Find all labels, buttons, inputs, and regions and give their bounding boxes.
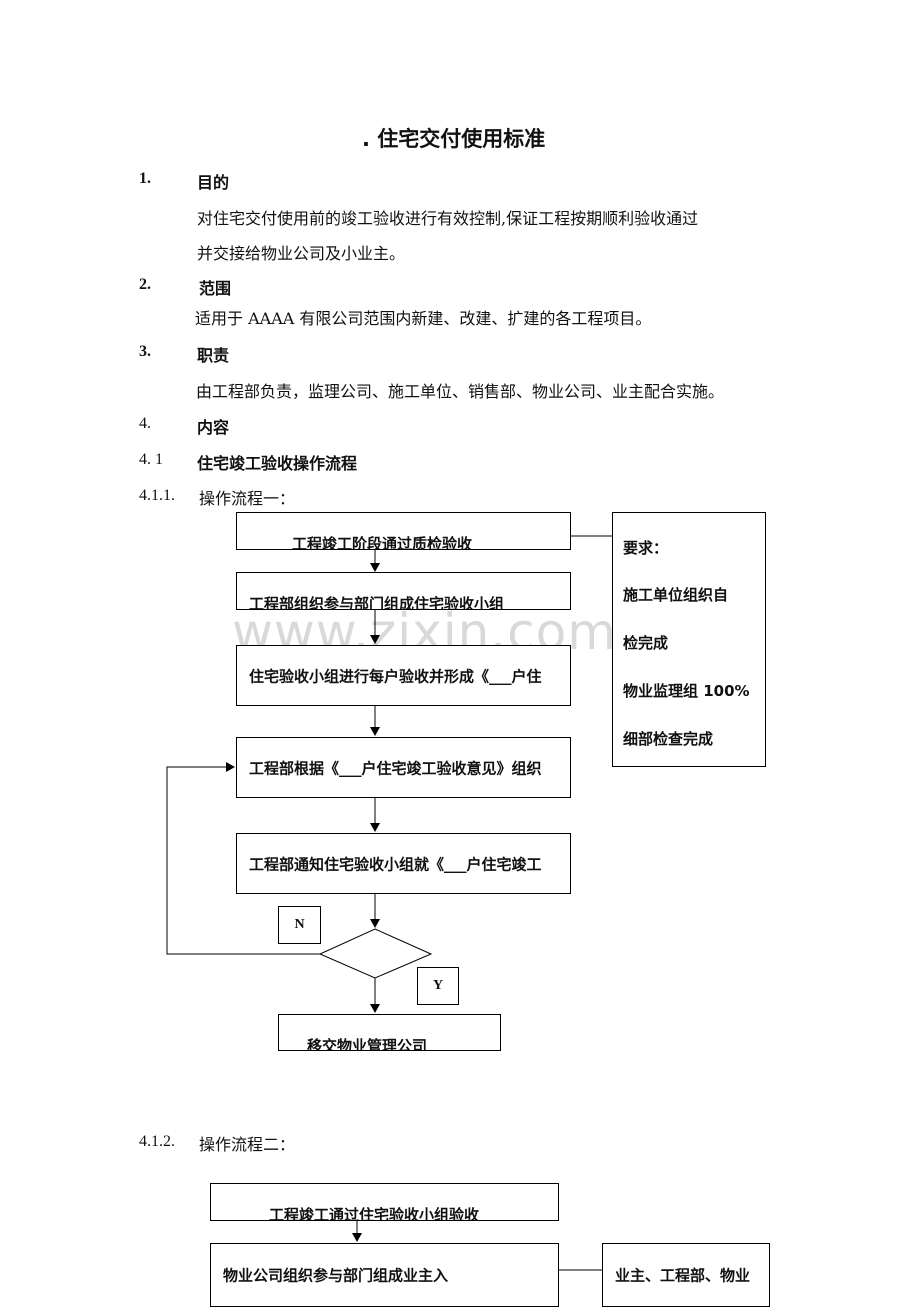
- requirement-line: 检完成: [623, 634, 669, 652]
- section-2-number: 2.: [139, 276, 151, 293]
- flow1-step-unit-inspection: 住宅验收小组进行每户验收并形成《___户住: [236, 645, 571, 706]
- requirement-line: 细部检查完成: [623, 730, 714, 748]
- section-2-heading: 范围: [199, 279, 232, 298]
- section-1-heading: 目的: [197, 173, 230, 192]
- flow1-step-organize-rectification: 工程部根据《___户住宅竣工验收意见》组织: [236, 737, 571, 798]
- flow2-step-organize-move-in: 物业公司组织参与部门组成业主入: [210, 1243, 559, 1307]
- section-1-paragraph-line1: 对住宅交付使用前的竣工验收进行有效控制,保证工程按期顺利验收通过: [197, 209, 699, 228]
- decision-label-yes: Y: [417, 967, 459, 1005]
- section-3-number: 3.: [139, 343, 151, 360]
- requirement-title: 要求：: [623, 539, 669, 557]
- section-1-number: 1.: [139, 170, 151, 187]
- section-4-1-2-number: 4.1.2.: [139, 1133, 175, 1150]
- section-1-paragraph-line2: 并交接给物业公司及小业主。: [197, 244, 406, 263]
- requirement-line: 施工单位组织自: [623, 586, 729, 604]
- section-4-1-heading: 住宅竣工验收操作流程: [197, 454, 358, 473]
- requirements-box: 要求： 施工单位组织自 检完成 物业监理组 100% 细部检查完成: [612, 512, 766, 767]
- decision-diamond: [318, 928, 433, 979]
- section-4-number: 4.: [139, 415, 151, 432]
- flow1-step-form-team: 工程部组织参与部门组成住宅验收小组: [236, 572, 571, 610]
- section-2-paragraph: 适用于 AAAA 有限公司范围内新建、改建、扩建的各工程项目。: [195, 309, 652, 328]
- section-4-1-1-number: 4.1.1.: [139, 487, 175, 504]
- flow1-step-quality-inspection: 工程竣工阶段通过质检验收: [236, 512, 571, 550]
- section-4-1-number: 4. 1: [139, 451, 163, 468]
- flow1-step-notify-team: 工程部通知住宅验收小组就《___户住宅竣工: [236, 833, 571, 894]
- section-4-heading: 内容: [197, 418, 230, 437]
- decision-label-no: N: [278, 906, 321, 944]
- document-title: . 住宅交付使用标准: [362, 127, 546, 151]
- flow1-step-handover-property: 移交物业管理公司: [278, 1014, 501, 1051]
- flow2-side-box: 业主、工程部、物业: [602, 1243, 770, 1307]
- section-3-heading: 职责: [197, 346, 230, 365]
- section-3-paragraph: 由工程部负责，监理公司、施工单位、销售部、物业公司、业主配合实施。: [196, 382, 725, 401]
- flow2-step-team-inspection: 工程竣工通过住宅验收小组验收: [210, 1183, 559, 1221]
- section-4-1-1-heading: 操作流程一：: [199, 489, 296, 508]
- requirement-line: 物业监理组 100%: [623, 682, 750, 700]
- section-4-1-2-heading: 操作流程二：: [199, 1135, 296, 1154]
